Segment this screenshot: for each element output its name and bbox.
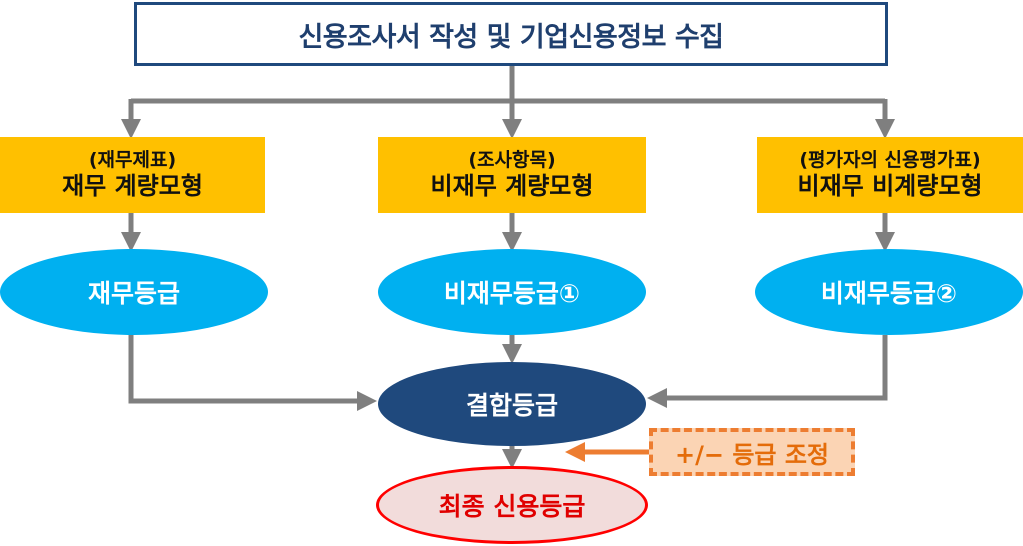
nonfinancial-quant-model-source: (조사항목): [468, 149, 556, 172]
nonfinancial-qual-model-source: (평가자의 신용평가표): [799, 149, 981, 172]
arrow-grade3-to-combined: [647, 335, 888, 408]
nonfinancial-quant-model-label: 비재무 계량모형: [430, 172, 594, 200]
nonfinancial-grade-2-ellipse: 비재무등급②: [755, 249, 1023, 335]
grade-adjustment-box: +/− 등급 조정: [649, 428, 855, 476]
financial-quant-model-box: (재무제표) 재무 계량모형: [0, 137, 265, 213]
nonfinancial-grade-1-ellipse: 비재무등급①: [378, 249, 646, 335]
credit-info-collection-box: 신용조사서 작성 및 기업신용정보 수집: [134, 2, 888, 66]
credit-info-collection-label: 신용조사서 작성 및 기업신용정보 수집: [298, 21, 724, 53]
final-credit-grade-ellipse: 최종 신용등급: [376, 466, 648, 544]
nonfinancial-grade-2-label: 비재무등급②: [820, 279, 958, 308]
nonfinancial-qual-model-box: (평가자의 신용평가표) 비재무 비계량모형: [757, 137, 1023, 213]
arrow-grade1-to-combined: [128, 335, 377, 411]
financial-grade-ellipse: 재무등급: [0, 249, 268, 335]
final-credit-grade-label: 최종 신용등급: [438, 492, 586, 521]
combined-grade-ellipse: 결합등급: [378, 362, 646, 446]
financial-quant-model-source: (재무제표): [88, 149, 177, 172]
nonfinancial-quant-model-box: (조사항목) 비재무 계량모형: [378, 137, 646, 213]
financial-quant-model-label: 재무 계량모형: [62, 172, 203, 200]
financial-grade-label: 재무등급: [87, 279, 180, 308]
combined-grade-label: 결합등급: [465, 391, 558, 420]
nonfinancial-qual-model-label: 비재무 비계량모형: [797, 172, 983, 200]
grade-adjustment-label: +/− 등급 조정: [674, 440, 829, 469]
nonfinancial-grade-1-label: 비재무등급①: [443, 279, 581, 308]
